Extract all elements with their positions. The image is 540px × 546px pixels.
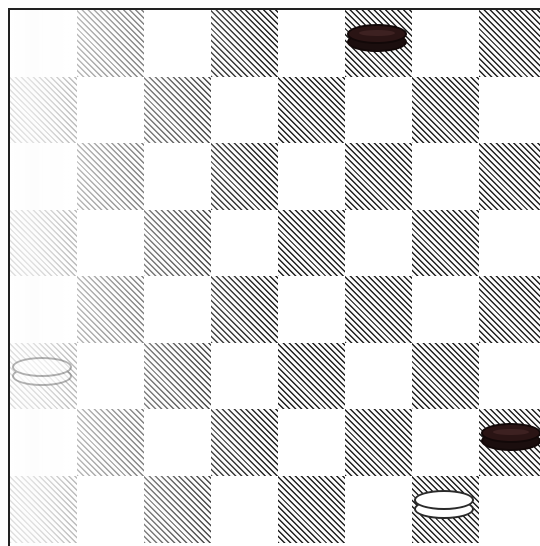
light-square[interactable]	[10, 409, 77, 476]
light-square[interactable]	[77, 77, 144, 144]
dark-square[interactable]	[144, 210, 211, 277]
light-square[interactable]	[144, 409, 211, 476]
light-square[interactable]	[345, 77, 412, 144]
dark-square[interactable]	[211, 143, 278, 210]
dark-square[interactable]	[144, 343, 211, 410]
dark-square[interactable]	[278, 77, 345, 144]
light-square[interactable]	[278, 10, 345, 77]
dark-square[interactable]	[211, 10, 278, 77]
light-square[interactable]	[10, 143, 77, 210]
dark-square[interactable]	[77, 143, 144, 210]
black-checker-piece[interactable]	[481, 423, 540, 453]
dark-square[interactable]	[278, 476, 345, 543]
light-square[interactable]	[144, 143, 211, 210]
light-square[interactable]	[77, 210, 144, 277]
light-square[interactable]	[345, 210, 412, 277]
light-square[interactable]	[479, 210, 540, 277]
light-square[interactable]	[479, 343, 540, 410]
dark-square[interactable]	[10, 476, 77, 543]
dark-square[interactable]	[144, 476, 211, 543]
dark-square[interactable]	[77, 409, 144, 476]
dark-square[interactable]	[345, 409, 412, 476]
light-square[interactable]	[211, 343, 278, 410]
light-square[interactable]	[10, 276, 77, 343]
dark-square[interactable]	[211, 276, 278, 343]
light-square[interactable]	[211, 476, 278, 543]
dark-square[interactable]	[10, 77, 77, 144]
light-square[interactable]	[479, 77, 540, 144]
light-square[interactable]	[345, 476, 412, 543]
checker-piece-top	[347, 24, 407, 44]
light-square[interactable]	[412, 143, 479, 210]
light-square[interactable]	[278, 143, 345, 210]
black-checker-piece[interactable]	[347, 24, 407, 54]
dark-square[interactable]	[345, 143, 412, 210]
dark-square[interactable]	[479, 143, 540, 210]
light-square[interactable]	[412, 10, 479, 77]
light-square[interactable]	[412, 409, 479, 476]
dark-square[interactable]	[77, 10, 144, 77]
dark-square[interactable]	[211, 409, 278, 476]
white-checker-piece[interactable]	[414, 490, 474, 520]
checker-piece-top	[481, 423, 540, 443]
dark-square[interactable]	[77, 276, 144, 343]
light-square[interactable]	[278, 276, 345, 343]
light-square[interactable]	[77, 343, 144, 410]
dark-square[interactable]	[278, 343, 345, 410]
light-square[interactable]	[10, 10, 77, 77]
light-square[interactable]	[144, 10, 211, 77]
dark-square[interactable]	[479, 10, 540, 77]
dark-square[interactable]	[144, 77, 211, 144]
light-square[interactable]	[211, 77, 278, 144]
dark-square[interactable]	[345, 276, 412, 343]
checkers-board	[8, 8, 540, 546]
light-square[interactable]	[278, 409, 345, 476]
dark-square[interactable]	[10, 210, 77, 277]
dark-square[interactable]	[412, 343, 479, 410]
light-square[interactable]	[211, 210, 278, 277]
light-square[interactable]	[345, 343, 412, 410]
light-square[interactable]	[77, 476, 144, 543]
light-square[interactable]	[144, 276, 211, 343]
checker-piece-top	[12, 357, 72, 377]
dark-square[interactable]	[278, 210, 345, 277]
dark-square[interactable]	[479, 276, 540, 343]
dark-square[interactable]	[412, 210, 479, 277]
dark-square[interactable]	[412, 77, 479, 144]
light-square[interactable]	[412, 276, 479, 343]
checker-piece-top	[414, 490, 474, 510]
white-checker-piece[interactable]	[12, 357, 72, 387]
light-square[interactable]	[479, 476, 540, 543]
